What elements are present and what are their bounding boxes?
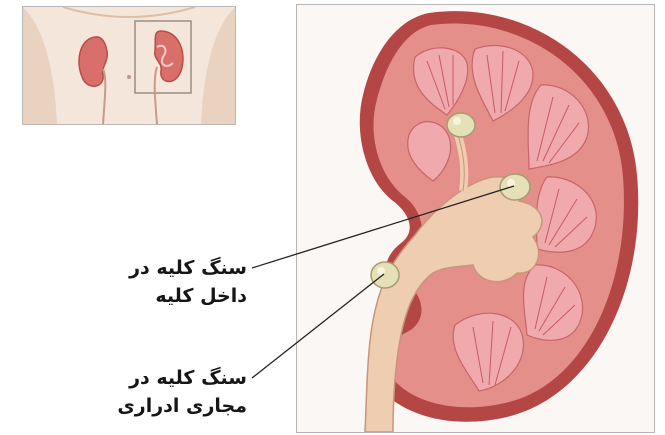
label-stone-in-urinary-tract-line2: مجاری ادراری [117,392,247,420]
label-stone-in-kidney-line2: داخل کلیه [129,282,247,310]
label-stone-in-urinary-tract: سنگ کلیه در مجاری ادراری [117,364,247,420]
label-stone-in-kidney-line1: سنگ کلیه در [129,254,247,282]
label-stone-in-urinary-tract-line1: سنگ کلیه در [117,364,247,392]
label-stone-in-kidney: سنگ کلیه در داخل کلیه [129,254,247,310]
